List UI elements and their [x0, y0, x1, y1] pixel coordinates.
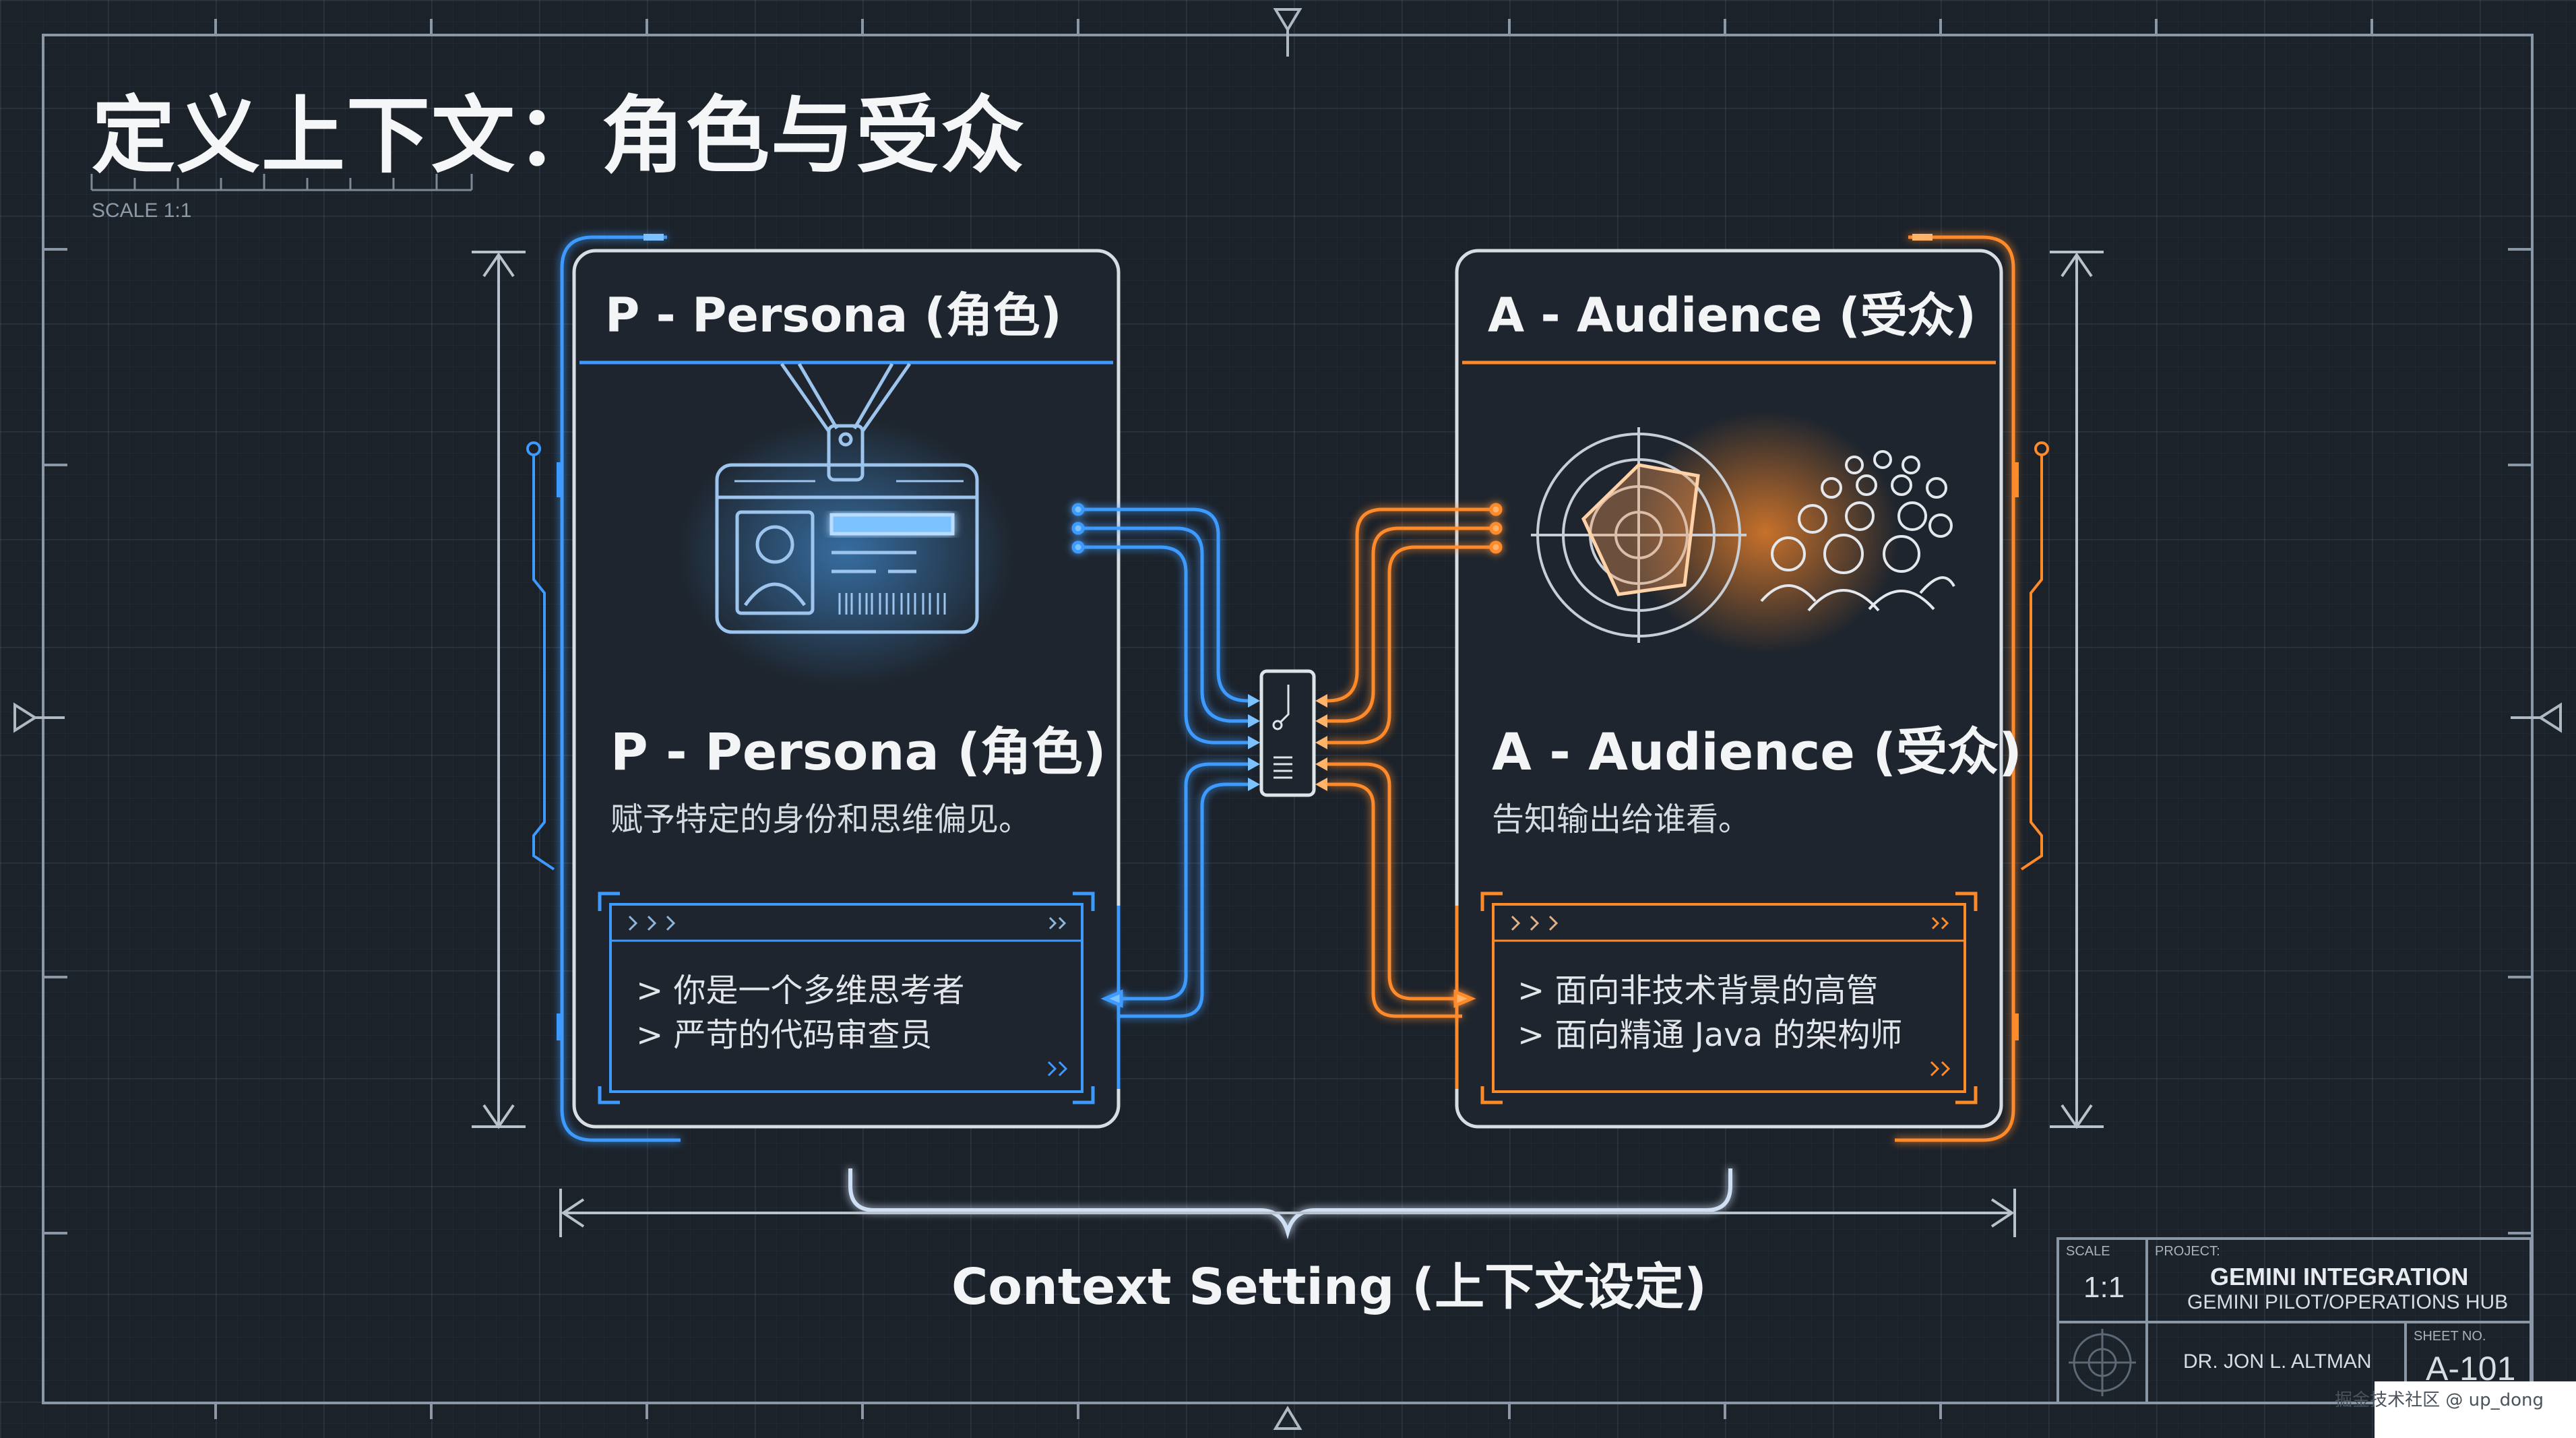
persona-heading: P - Persona (角色) — [610, 722, 1106, 782]
audience-terminal-line-2: > 面向精通 Java 的架构师 — [1517, 1016, 1903, 1054]
persona-terminal-frame — [598, 892, 1095, 1104]
watermark-backdrop — [2375, 1381, 2576, 1438]
audience-heading: A - Audience (受众) — [1492, 722, 2022, 782]
id-badge-icon — [678, 363, 1015, 687]
audience-terminal-line-1: > 面向非技术背景的高管 — [1517, 972, 1879, 1009]
orange-connector-arrows — [1315, 694, 1327, 791]
title-block-scale-caption: SCALE — [2066, 1244, 2110, 1259]
title-block-project-name: GEMINI INTEGRATION — [2210, 1263, 2469, 1290]
blue-connector-arrows — [1248, 694, 1260, 791]
watermark: 掘金技术社区 @ up_dong — [2335, 1390, 2544, 1410]
persona-description: 赋予特定的身份和思维偏见。 — [610, 801, 1032, 838]
context-dimension-line — [559, 1189, 2016, 1237]
frame-ticks — [43, 19, 2532, 1419]
orange-connectors — [1327, 503, 1503, 1018]
persona-card — [526, 234, 1121, 1142]
title-block-sheet-caption: SHEET NO. — [2414, 1329, 2486, 1344]
title-block-sheet-number: A-101 — [2426, 1350, 2516, 1387]
persona-terminal-line-1: > 你是一个多维思考者 — [636, 972, 965, 1009]
title-block-project-caption: PROJECT: — [2155, 1244, 2220, 1259]
barcode — [838, 593, 946, 615]
crosshair-icon — [2069, 1329, 2136, 1396]
title-block-scale-value: 1:1 — [2083, 1271, 2125, 1304]
audience-description: 告知输出给谁看。 — [1492, 801, 1751, 838]
page-title: 定义上下文：角色与受众 — [92, 88, 1026, 185]
persona-card-header: P - Persona (角色) — [605, 288, 1062, 343]
audience-card-header: A - Audience (受众) — [1488, 288, 1976, 343]
audience-terminal-frame — [1480, 892, 1978, 1104]
radar-crowd-icon — [1531, 411, 1955, 654]
context-setting-label: Context Setting (上下文设定) — [951, 1258, 1707, 1316]
persona-terminal-line-2: > 严苛的代码审查员 — [636, 1016, 933, 1054]
frame-center-markers — [13, 8, 2562, 1430]
context-brace — [848, 1168, 1732, 1240]
central-chip-icon — [1259, 669, 1316, 797]
title-block-project-sub: GEMINI PILOT/OPERATIONS HUB — [2187, 1291, 2509, 1313]
scale-ruler — [90, 174, 473, 191]
blue-connectors — [1071, 503, 1249, 1018]
dimension-lines — [472, 251, 2104, 1129]
scale-label: SCALE 1:1 — [92, 199, 192, 222]
title-block-author: DR. JON L. ALTMAN — [2183, 1350, 2372, 1373]
title-block-frame — [2056, 1237, 2532, 1404]
